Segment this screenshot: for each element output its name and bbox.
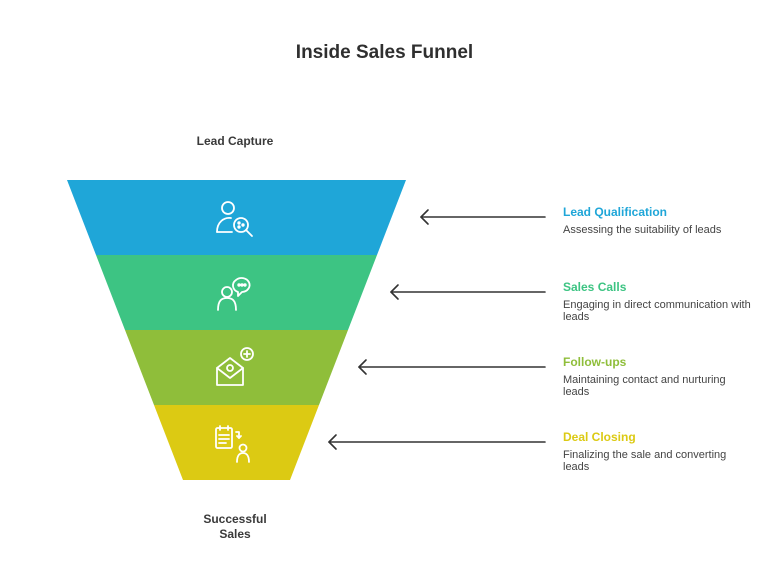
stage-lead-qualification: Lead Qualification Assessing the suitabi… bbox=[563, 205, 753, 236]
stage-follow-ups: Follow-ups Maintaining contact and nurtu… bbox=[563, 355, 753, 398]
clipboard-person-icon bbox=[215, 425, 250, 463]
stage-description: Engaging in direct communication with le… bbox=[563, 299, 751, 323]
funnel-segment-deal-closing bbox=[154, 405, 319, 480]
funnel-bottom-label: Successful Sales bbox=[170, 512, 300, 542]
diagram-title: Inside Sales Funnel bbox=[295, 42, 474, 63]
stage-title: Sales Calls bbox=[563, 280, 627, 294]
stage-description: Maintaining contact and nurturing leads bbox=[563, 374, 726, 398]
stage-title: Lead Qualification bbox=[563, 205, 668, 219]
envelope-user-add-icon bbox=[216, 347, 254, 386]
bottom-label-line-1: Successful bbox=[203, 512, 267, 526]
stage-description: Assessing the suitability of leads bbox=[563, 224, 722, 236]
funnel-segment-lead-qualification bbox=[67, 180, 406, 255]
stage-title: Follow-ups bbox=[563, 355, 627, 369]
funnel-segment-sales-calls bbox=[96, 255, 377, 330]
funnel-top-label: Lead Capture bbox=[196, 134, 274, 148]
user-search-icon bbox=[216, 201, 253, 237]
arrow-lead-qualification bbox=[420, 209, 546, 225]
stage-description: Finalizing the sale and converting leads bbox=[563, 449, 727, 473]
funnel-segment-follow-ups bbox=[125, 330, 348, 405]
arrow-deal-closing bbox=[328, 434, 546, 450]
person-speech-bubble-icon bbox=[217, 277, 251, 311]
stage-title: Deal Closing bbox=[563, 430, 636, 444]
bottom-label-line-2: Sales bbox=[219, 527, 251, 541]
arrow-sales-calls bbox=[390, 284, 546, 300]
stage-sales-calls: Sales Calls Engaging in direct communica… bbox=[563, 280, 753, 323]
stage-deal-closing: Deal Closing Finalizing the sale and con… bbox=[563, 430, 753, 473]
arrow-follow-ups bbox=[358, 359, 546, 375]
